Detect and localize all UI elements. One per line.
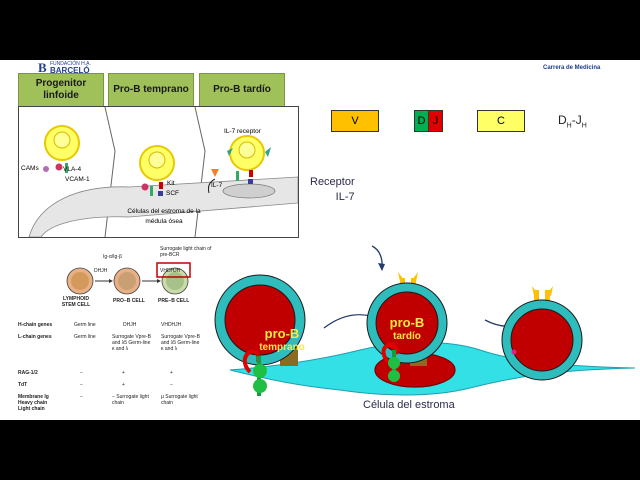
cell1-label: pro-B temprano <box>258 327 306 355</box>
career-title: Carrera de Medicina <box>543 65 601 71</box>
label-il7: IL-7 <box>211 182 223 189</box>
cell2-label-line2: tardío <box>393 331 421 342</box>
label-kit: Kit <box>167 180 175 187</box>
logo-line1: FUNDACIÓN H.A. <box>50 61 91 67</box>
stroma-nucleus <box>222 183 276 199</box>
stage-header-progenitor: Progenitor linfoide <box>18 73 104 107</box>
label-surrogate: Surrogate light chain of pre-BCR <box>160 246 212 258</box>
stage-header-prob-early: Pro-B temprano <box>108 73 194 107</box>
cell2-label: pro-B tardío <box>382 316 432 344</box>
label-vla4: VLA-4 <box>63 166 82 173</box>
receptor-il7-label: Receptor IL-7 <box>310 175 355 205</box>
cell2-label-line1: pro-B <box>389 315 425 330</box>
gene-d-box: D <box>414 110 429 132</box>
label-vcam1: VCAM-1 <box>65 176 90 183</box>
slide: B FUNDACIÓN H.A. BARCELÓ FACULTAD DE MED… <box>0 60 640 420</box>
label-dhjh-small: DHJH <box>94 268 108 274</box>
stage-header-prob-late: Pro-B tardío <box>199 73 285 107</box>
label-stroma-cells: Células del estroma de la médula ósea <box>127 208 201 225</box>
receptor-label-line1: Receptor <box>310 176 355 188</box>
label-igab: Ig-α/Ig-β <box>103 254 122 260</box>
stroma-cell-label: Célula del estroma <box>363 399 455 411</box>
dhjh-label: DH-JH <box>558 113 587 130</box>
label-il7-receptor: IL-7 receptor <box>224 128 261 135</box>
main-diagram-svg <box>214 245 636 396</box>
logo-line2: BARCELÓ <box>50 66 90 75</box>
label-lymphoid-stem: LYMPHOID STEM CELL <box>61 296 91 308</box>
label-pro-b-cell: PRO−B CELL <box>113 298 145 304</box>
cell1-label-line1: pro-B <box>264 326 300 341</box>
gene-c-box: C <box>477 110 525 132</box>
gene-j-box: J <box>428 110 443 132</box>
bcell-dev-svg <box>66 262 191 295</box>
label-cams: CAMs <box>21 165 39 172</box>
label-scf: SCF <box>166 190 179 197</box>
gene-v-box: V <box>331 110 379 132</box>
receptor-label-line2: IL-7 <box>335 191 355 203</box>
label-vdj-small: VHDHJH <box>160 268 181 274</box>
bone-marrow-svg <box>28 106 299 238</box>
label-pre-b-cell: PRE−B CELL <box>158 298 190 304</box>
cell1-label-line2: temprano <box>259 342 305 353</box>
barcelo-logo-mark-icon: B <box>38 60 47 75</box>
bone-marrow-panel: CAMs VLA-4 VCAM-1 Kit SCF IL-7 receptor … <box>18 106 299 238</box>
